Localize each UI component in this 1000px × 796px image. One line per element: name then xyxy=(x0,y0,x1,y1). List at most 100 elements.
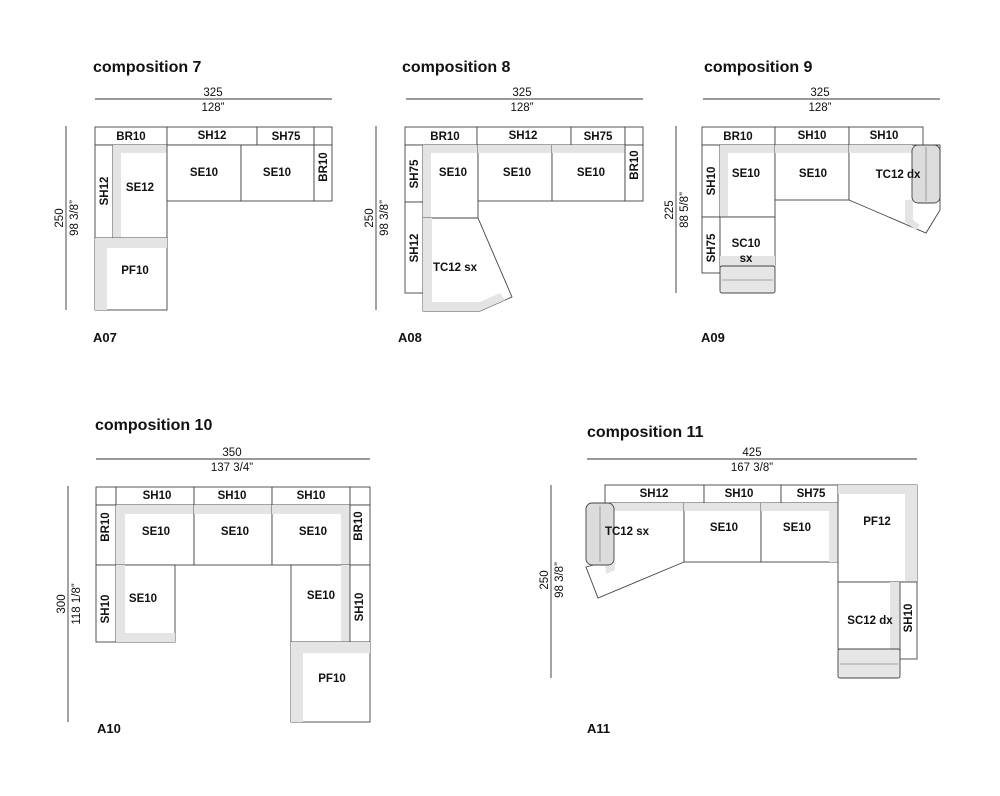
module-se10 xyxy=(551,144,626,202)
composition-8: composition 8 325 128” 250 98 3/8” BR10 … xyxy=(364,59,644,345)
module-label: SH12 xyxy=(509,130,538,142)
width-in: 167 3/8” xyxy=(731,462,773,474)
composition-code: A10 xyxy=(97,721,121,736)
composition-code: A08 xyxy=(398,330,422,345)
seat-cushion xyxy=(272,505,350,514)
module-label: SH75 xyxy=(706,233,718,262)
width-cm: 325 xyxy=(203,87,222,99)
module-pf12 xyxy=(837,484,918,583)
module-label: SE10 xyxy=(299,526,327,538)
module-label: PF10 xyxy=(318,673,346,685)
height-in: 88 5/8” xyxy=(679,192,691,228)
module-label: SH10 xyxy=(354,593,366,622)
height-cm: 225 xyxy=(664,200,676,219)
width-in: 128” xyxy=(808,102,831,114)
module-label: BR10 xyxy=(723,131,752,143)
module-label: PF12 xyxy=(863,516,891,528)
module-label: SE12 xyxy=(126,182,154,194)
module-corner xyxy=(349,486,371,506)
module-label: SC10 xyxy=(732,238,761,250)
height-cm: 250 xyxy=(539,570,551,589)
composition-11: composition 11 425 167 3/8” 250 98 3/8” … xyxy=(539,424,918,736)
module-label: sx xyxy=(740,253,753,265)
height-in: 98 3/8” xyxy=(69,200,81,236)
module-label: SE10 xyxy=(307,590,335,602)
seat-cushion xyxy=(775,145,849,153)
module-label: SH12 xyxy=(99,177,111,206)
seat-cushion xyxy=(113,145,121,238)
module-corner xyxy=(95,486,117,506)
module-se10 xyxy=(290,564,351,643)
width-in: 128” xyxy=(201,102,224,114)
module-label: SH12 xyxy=(409,234,421,263)
module-label: SH75 xyxy=(584,131,613,143)
width-cm: 350 xyxy=(222,447,241,459)
module-label: SE10 xyxy=(129,593,157,605)
chaise-cushion xyxy=(423,218,505,311)
module-se10 xyxy=(115,504,195,566)
seat-cushion xyxy=(720,145,728,217)
module-label: SE10 xyxy=(263,167,291,179)
width-in: 128” xyxy=(510,102,533,114)
chaise-cushion xyxy=(905,485,917,582)
module-label: SH10 xyxy=(798,130,827,142)
module-label: SH10 xyxy=(100,595,112,624)
module-label: BR10 xyxy=(629,150,641,179)
seat-cushion xyxy=(116,505,194,514)
composition-title: composition 10 xyxy=(95,417,212,434)
module-label: SH75 xyxy=(797,488,826,500)
module-label: SH10 xyxy=(870,130,899,142)
seat-cushion xyxy=(720,256,775,266)
module-corner xyxy=(313,126,333,146)
composition-title: composition 11 xyxy=(587,424,704,441)
composition-title: composition 9 xyxy=(704,59,813,76)
module-label: SH75 xyxy=(409,159,421,188)
height-in: 98 3/8” xyxy=(379,200,391,236)
module-label: BR10 xyxy=(318,152,330,181)
module-label: SE10 xyxy=(783,522,811,534)
module-label: SE10 xyxy=(503,167,531,179)
seat-cushion xyxy=(341,565,350,642)
seat-cushion xyxy=(829,503,838,562)
seat-cushion xyxy=(194,505,272,514)
module-pf10 xyxy=(290,641,371,723)
chaise-cushion xyxy=(95,238,167,248)
module-label: PF10 xyxy=(121,265,149,277)
module-se10 xyxy=(774,144,850,201)
module-br10-right xyxy=(313,144,333,202)
chaise-cushion xyxy=(291,642,303,722)
width-cm: 325 xyxy=(810,87,829,99)
module-se10 xyxy=(240,144,315,202)
module-label: SE10 xyxy=(221,526,249,538)
module-label: TC12 sx xyxy=(605,526,650,538)
module-label: SE10 xyxy=(190,167,218,179)
module-sh10-right xyxy=(899,581,918,660)
seat-cushion xyxy=(761,503,838,511)
height-in: 98 3/8” xyxy=(554,562,566,598)
module-se10 xyxy=(115,564,176,643)
height-cm: 300 xyxy=(56,594,68,613)
module-se10 xyxy=(422,144,479,219)
module-label: SE10 xyxy=(577,167,605,179)
seat-cushion xyxy=(113,145,167,153)
composition-title: composition 8 xyxy=(402,59,511,76)
module-label: SE10 xyxy=(439,167,467,179)
module-label: BR10 xyxy=(430,131,459,143)
seat-cushion xyxy=(116,565,125,642)
seat-cushion xyxy=(890,582,900,649)
module-label: SC12 dx xyxy=(847,615,893,627)
module-label: BR10 xyxy=(100,512,112,541)
width-in: 137 3/4” xyxy=(211,462,253,474)
composition-code: A11 xyxy=(587,721,610,736)
seat-cushion xyxy=(116,505,125,565)
seat-cushion xyxy=(552,145,625,153)
width-cm: 425 xyxy=(742,447,761,459)
module-label: SE10 xyxy=(799,168,827,180)
height-cm: 250 xyxy=(364,208,376,227)
module-label: BR10 xyxy=(116,131,145,143)
seat-cushion xyxy=(116,633,175,642)
module-corner xyxy=(624,126,644,146)
seat-cushion xyxy=(478,145,552,153)
composition-9: composition 9 325 128” 225 88 5/8” BR10 … xyxy=(664,59,941,345)
chaise-cushion xyxy=(838,485,917,494)
